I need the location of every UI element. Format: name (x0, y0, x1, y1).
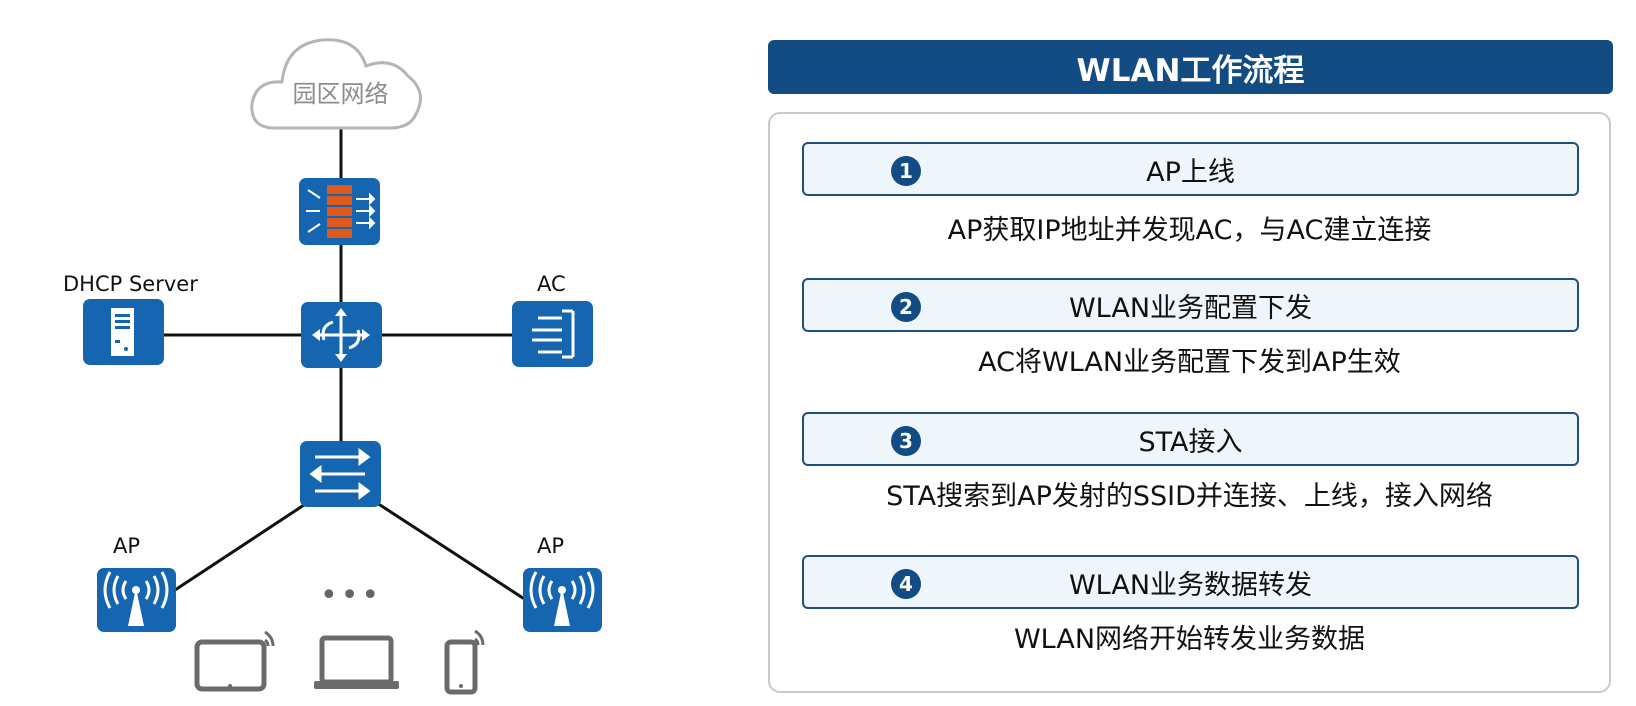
access-controller-icon[interactable] (512, 301, 593, 367)
cloud-label: 园区网络 (292, 80, 389, 108)
core-switch-icon[interactable] (301, 302, 382, 368)
tablet-icon (194, 630, 275, 692)
links (163, 128, 527, 602)
switch-icon[interactable] (300, 441, 381, 507)
step-box-4: 4 WLAN业务数据转发 (802, 555, 1579, 609)
step-title: STA接入 (1138, 426, 1243, 458)
dhcp-server-label: DHCP Server (63, 272, 198, 296)
step-box-3: 3 STA接入 (802, 412, 1579, 466)
workflow-panel (768, 112, 1611, 693)
step-description: AP获取IP地址并发现AC，与AC建立连接 (947, 215, 1432, 246)
step-number-badge: 1 (891, 156, 921, 186)
wireless-ap-icon[interactable] (523, 568, 602, 632)
step-number-badge: 4 (891, 569, 921, 599)
step-title: WLAN业务数据转发 (1068, 569, 1313, 601)
firewall-icon[interactable] (299, 178, 380, 245)
step-box-2: 2 WLAN业务配置下发 (802, 278, 1579, 332)
step-title: WLAN业务配置下发 (1068, 292, 1313, 324)
panel-title: WLAN工作流程 (768, 40, 1613, 94)
step-number-badge: 3 (891, 426, 921, 456)
step-description: WLAN网络开始转发业务数据 (1013, 624, 1366, 655)
step-title: AP上线 (1146, 156, 1235, 188)
ac-label: AC (537, 272, 566, 296)
ap-left-label: AP (113, 534, 141, 558)
wireless-ap-icon[interactable] (97, 568, 176, 632)
step-description: AC将WLAN业务配置下发到AP生效 (978, 347, 1401, 378)
network-topology (83, 38, 602, 695)
ap-right-label: AP (537, 534, 565, 558)
cloud-icon (250, 38, 422, 130)
phone-icon (444, 629, 485, 695)
server-icon[interactable] (83, 299, 164, 365)
more-devices-ellipsis: ••• (320, 578, 383, 613)
laptop-icon (314, 635, 399, 689)
step-box-1: 1 AP上线 (802, 142, 1579, 196)
step-number-badge: 2 (891, 292, 921, 322)
step-description: STA搜索到AP发射的SSID并连接、上线，接入网络 (886, 481, 1493, 512)
